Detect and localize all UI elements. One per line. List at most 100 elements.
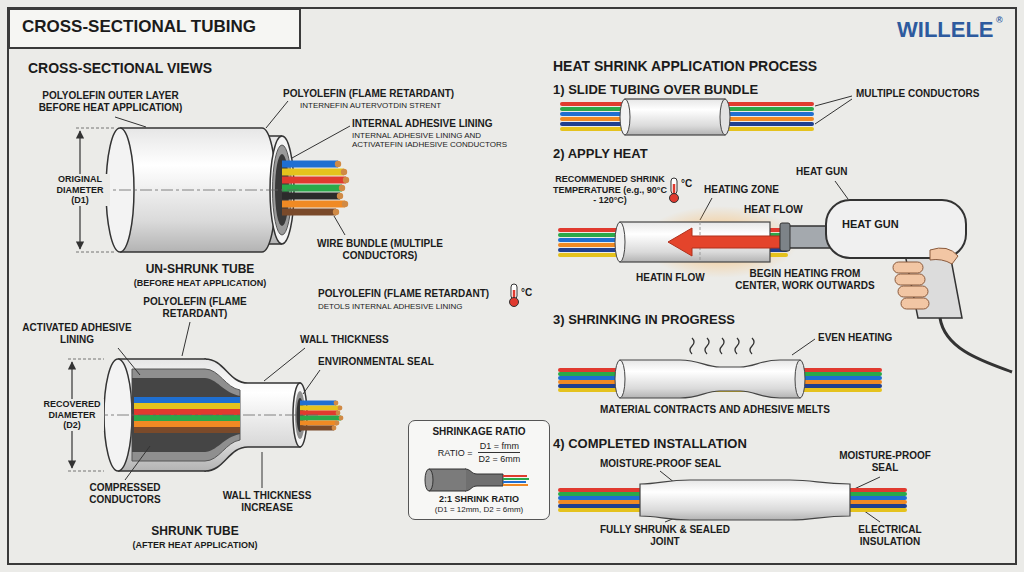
ratio-box: SHRINKAGE RATIORATIO =D1 = fmmD2 = 6mm2:… <box>408 420 550 520</box>
mini-tube-holder-part-part <box>503 475 527 477</box>
thermometer-icon-part <box>511 284 517 299</box>
callout-label: MULTIPLE CONDUCTORS <box>856 88 980 100</box>
unshrunk-tube-part <box>342 201 348 207</box>
callout-label: WALL THICKNESS <box>300 334 389 346</box>
frame-part <box>9 9 300 48</box>
unshrunk-tube-part <box>282 201 345 208</box>
callout-note: INTERNAL ADHESIVE LINING AND ACTIVATEFIN… <box>352 131 522 150</box>
unshrunk-tube-part <box>282 185 342 192</box>
step3-shrinking-part <box>795 360 805 398</box>
mini-tube-holder-part <box>415 468 543 492</box>
step1-slide-tubing-part <box>720 99 730 135</box>
callout-label: MATERIAL CONTRACTS AND ADHESIVE MELTS <box>600 404 830 416</box>
fraction-bar <box>478 452 520 453</box>
heat-waves <box>690 338 754 354</box>
shrunk-tube-part <box>118 358 206 360</box>
temperature-note: RECOMMENDED SHRINK TEMPERATURE (e.g., 90… <box>553 174 667 206</box>
box-text: 2:1 SHRINK RATIO <box>415 494 543 505</box>
callout-label: ACTIVATED ADHESIVE LINING <box>22 322 132 346</box>
brand-logo: WILLELE <box>897 17 994 43</box>
callout-label: POLYOLEFIN (FLAME RETARDANT) <box>318 288 489 300</box>
unshrunk-tube-part <box>120 251 262 253</box>
shrunk-tube-part <box>96 415 320 416</box>
unshrunk-tube-part <box>335 161 341 167</box>
heat-gun-part <box>898 286 928 297</box>
callout-label: FULLY SHRUNK & SEALED JOINT <box>600 524 730 548</box>
leader-lines-part <box>115 117 146 127</box>
shrunk-tube-part <box>300 426 334 431</box>
callout-note: DETOLS INTERNAL ADHESIVE LINING <box>318 302 462 311</box>
unshrunk-tube-part <box>98 190 300 191</box>
leader-lines-part <box>264 348 305 381</box>
unshrunk-tube-part <box>282 161 338 168</box>
section-heading: HEAT SHRINK APPLICATION PROCESS <box>553 58 817 75</box>
shrunk-tube-part <box>339 416 344 421</box>
leader-lines-part <box>262 452 263 488</box>
shrunk-tube-part <box>336 411 341 416</box>
leader-lines-part <box>815 96 852 106</box>
step-heading: 4) COMPLETED INSTALLATION <box>553 436 747 451</box>
box-text: D1 = fmm <box>480 441 519 452</box>
brand-mark: ® <box>996 15 1003 26</box>
heat-waves-part <box>720 338 724 354</box>
step3-shrinking-part <box>615 360 625 398</box>
temperature-unit: °C <box>521 287 532 299</box>
view-subcaption: (AFTER HEAT APPLICATION) <box>95 540 295 551</box>
heat-gun-part <box>940 318 1012 372</box>
heat-waves-part <box>750 338 754 354</box>
shrunk-tube-part <box>335 421 340 426</box>
view-subcaption: (BEFORE HEAT APPLICATION) <box>100 278 300 289</box>
step3-shrinking <box>560 338 880 398</box>
mini-tube-holder-part-part <box>429 469 466 470</box>
shrunk-tube-part <box>334 401 339 406</box>
device-marking: HEAT GUN <box>842 218 899 231</box>
shrunk-tube-part <box>134 397 240 403</box>
mini-tube-holder-part-part <box>503 478 529 480</box>
heat-waves-part <box>735 338 739 354</box>
box-text: RATIO = <box>438 448 473 459</box>
leader-lines-part <box>303 370 320 394</box>
callout-label: EVEN HEATING <box>818 332 892 344</box>
shrunk-tube-part <box>332 426 337 431</box>
leader-lines-part <box>182 322 190 356</box>
mini-tube-holder-part-part <box>503 484 528 486</box>
shrunk-tube-part <box>338 406 343 411</box>
mini-tube-holder-part-part <box>425 469 433 491</box>
mini-tube-holder-part-part <box>429 491 466 492</box>
callout-label: ENVIRONMENTAL SEAL <box>318 356 434 368</box>
step1-slide-tubing-part <box>625 99 725 135</box>
heat-waves-part <box>690 338 694 354</box>
callout-label: HEAT FLOW <box>744 204 803 216</box>
step-heading: 1) SLIDE TUBING OVER BUNDLE <box>553 82 758 97</box>
heat-gun-part <box>895 274 925 285</box>
thermometer-icon <box>510 284 519 307</box>
callout-label: POLYOLEFIN (FLAME RETARDANT) <box>283 88 454 100</box>
unshrunk-tube <box>98 128 349 252</box>
ratio-fraction: D1 = fmm D2 = 6mm <box>478 441 520 465</box>
box-text: (D1 = 12mm, D2 = 6mm) <box>415 505 543 514</box>
view-caption: UN-SHRUNK TUBE <box>120 262 280 276</box>
unshrunk-tube-part <box>337 193 343 199</box>
step1-slide-tubing <box>562 99 812 135</box>
diagram-title: CROSS-SECTIONAL TUBING <box>22 17 256 37</box>
unshrunk-tube-part <box>282 209 336 216</box>
shrunk-tube-part <box>300 421 337 426</box>
box-text: D2 = 6mm <box>478 454 520 465</box>
step4-completed <box>560 480 905 520</box>
shrunk-tube-part <box>300 416 341 421</box>
shrunk-tube <box>96 359 343 471</box>
heat-gun-part <box>893 262 923 273</box>
frame <box>8 8 1016 564</box>
mini-tube-holder <box>415 468 543 492</box>
shrunk-tube-part <box>134 409 240 415</box>
step2-apply-heat-part <box>668 228 780 256</box>
unshrunk-tube-part <box>339 185 345 191</box>
shrunk-tube-part <box>300 401 336 406</box>
frame-part <box>8 8 1016 564</box>
leader-lines <box>115 96 880 522</box>
leader-lines-part <box>815 99 852 124</box>
step3-shrinking-part <box>620 360 800 398</box>
callout-label: POLYOLEFIN OUTER LAYER BEFORE HEAT APPLI… <box>28 90 193 114</box>
shrunk-tube-part <box>134 421 240 427</box>
shrunk-tube-part <box>134 403 240 409</box>
